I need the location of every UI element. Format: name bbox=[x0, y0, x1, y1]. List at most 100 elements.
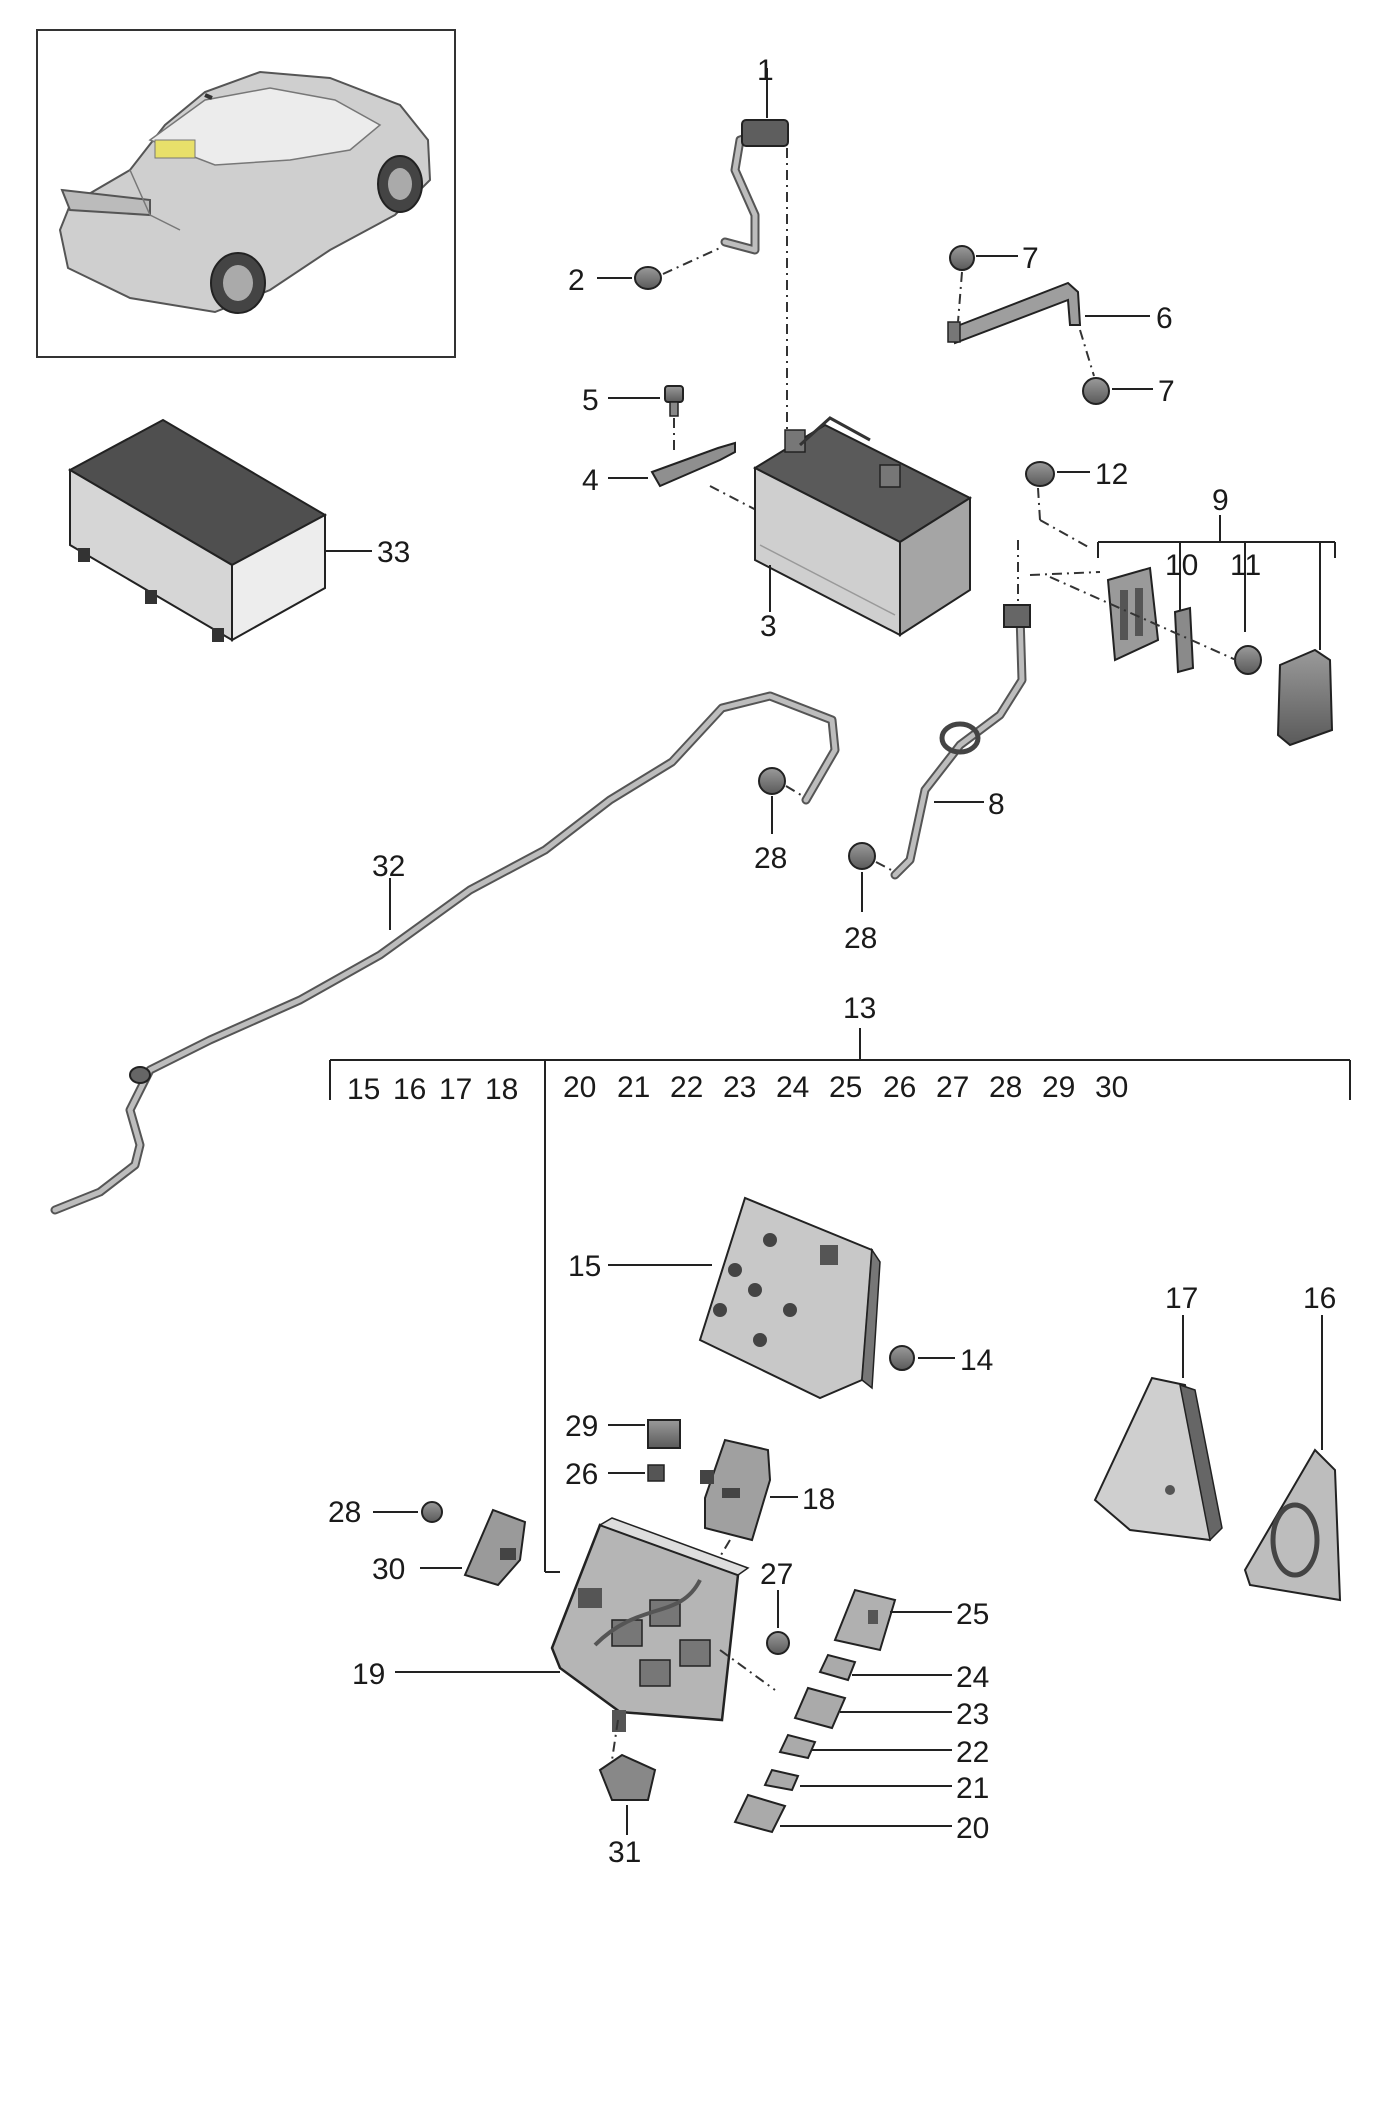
part-7-nut-bottom bbox=[1082, 377, 1110, 405]
part-12-nut bbox=[1025, 461, 1055, 487]
part-29-relay bbox=[647, 1419, 681, 1449]
dash-31 bbox=[611, 1719, 619, 1761]
callout-12: 12 bbox=[1095, 458, 1128, 491]
part-20-fuse bbox=[733, 1793, 787, 1834]
callout-27: 27 bbox=[760, 1558, 793, 1591]
group13-item-28: 28 bbox=[989, 1071, 1022, 1104]
callout-28b: 28 bbox=[844, 922, 877, 955]
group13-item-21: 21 bbox=[617, 1071, 650, 1104]
dash-4 bbox=[709, 485, 761, 513]
dash-7b bbox=[1079, 329, 1095, 377]
callout-6: 6 bbox=[1156, 302, 1173, 335]
part-28-nut-a bbox=[758, 767, 786, 795]
part-2-nut bbox=[634, 266, 662, 290]
group13-item-25: 25 bbox=[829, 1071, 862, 1104]
part-5-bolt bbox=[664, 385, 684, 417]
callout-10: 10 bbox=[1165, 549, 1198, 582]
part-32-long-cable bbox=[50, 691, 840, 1215]
part-25-fuse-strip bbox=[833, 1588, 897, 1652]
callout-32: 32 bbox=[372, 850, 405, 883]
callout-20: 20 bbox=[956, 1812, 989, 1845]
callout-22: 22 bbox=[956, 1736, 989, 1769]
callout-28a: 28 bbox=[754, 842, 787, 875]
callout-13: 13 bbox=[843, 992, 876, 1025]
group13-item-27: 27 bbox=[936, 1071, 969, 1104]
group13-item-23: 23 bbox=[723, 1071, 756, 1104]
vehicle-thumbnail bbox=[36, 29, 456, 358]
group13-item-18: 18 bbox=[485, 1073, 518, 1106]
part-18-module bbox=[700, 1438, 772, 1542]
callout-11: 11 bbox=[1230, 549, 1261, 582]
part-7-nut-top bbox=[949, 245, 975, 271]
part-6-bracket bbox=[947, 281, 1082, 345]
dash-2 bbox=[662, 246, 723, 275]
part-27-nut bbox=[766, 1631, 790, 1655]
callout-5: 5 bbox=[582, 384, 599, 417]
dash-7a bbox=[957, 271, 963, 323]
part-1-cable bbox=[720, 119, 789, 255]
part-30-bracket bbox=[463, 1508, 527, 1587]
part-22-fuse bbox=[778, 1733, 817, 1760]
dash-12 bbox=[1037, 487, 1041, 521]
group13-item-22: 22 bbox=[670, 1071, 703, 1104]
group13-item-29: 29 bbox=[1042, 1071, 1075, 1104]
callout-4: 4 bbox=[582, 464, 599, 497]
part-31-relay bbox=[598, 1753, 657, 1801]
part-15-cover bbox=[698, 1196, 881, 1400]
dash-9 bbox=[1049, 576, 1237, 661]
callout-25: 25 bbox=[956, 1598, 989, 1631]
callout-31: 31 bbox=[608, 1836, 641, 1869]
group13-item-20: 20 bbox=[563, 1071, 596, 1104]
group13-item-15: 15 bbox=[347, 1073, 380, 1106]
callout-19: 19 bbox=[352, 1658, 385, 1691]
group13-item-17: 17 bbox=[439, 1073, 472, 1106]
callout-18: 18 bbox=[802, 1483, 835, 1516]
part-4-clamp bbox=[650, 441, 736, 488]
part-24-fuse bbox=[818, 1653, 857, 1682]
callout-30: 30 bbox=[372, 1553, 405, 1586]
callout-26: 26 bbox=[565, 1458, 598, 1491]
callout-33: 33 bbox=[377, 536, 410, 569]
callout-8: 8 bbox=[988, 788, 1005, 821]
callout-29: 29 bbox=[565, 1410, 598, 1443]
group-13-right-list: 20 21 22 23 24 25 26 27 28 29 30 bbox=[563, 1071, 1128, 1104]
callout-3: 3 bbox=[760, 610, 777, 643]
group-13-left-list: 15 16 17 18 bbox=[347, 1073, 518, 1106]
callout-7b: 7 bbox=[1158, 375, 1175, 408]
group-9-bracket bbox=[1097, 515, 1336, 650]
group13-item-30: 30 bbox=[1095, 1071, 1128, 1104]
dash-8b bbox=[1029, 571, 1101, 576]
part-14-nut bbox=[889, 1345, 915, 1371]
part-17-cover bbox=[1093, 1376, 1223, 1542]
group13-item-26: 26 bbox=[883, 1071, 916, 1104]
callout-15: 15 bbox=[568, 1250, 601, 1283]
part-16-cover bbox=[1243, 1448, 1342, 1602]
car-image bbox=[58, 70, 432, 314]
part-19-fuse-box bbox=[550, 1517, 750, 1732]
dash-12b bbox=[1039, 519, 1091, 549]
part-28-nut-c bbox=[421, 1501, 443, 1523]
part-21-fuse bbox=[763, 1768, 800, 1792]
group13-item-24: 24 bbox=[776, 1071, 809, 1104]
callout-7a: 7 bbox=[1022, 242, 1039, 275]
dash-28b bbox=[875, 861, 896, 873]
callout-1: 1 bbox=[757, 54, 774, 87]
part-10-fuse bbox=[1173, 606, 1195, 674]
callout-21: 21 bbox=[956, 1772, 989, 1805]
part-26-fuse bbox=[647, 1464, 665, 1482]
part-23-fuse bbox=[793, 1686, 847, 1730]
callout-2: 2 bbox=[568, 264, 585, 297]
part-33-box bbox=[67, 418, 328, 642]
callout-17: 17 bbox=[1165, 1282, 1198, 1315]
callout-23: 23 bbox=[956, 1698, 989, 1731]
callout-28c: 28 bbox=[328, 1496, 361, 1529]
callout-24: 24 bbox=[956, 1661, 989, 1694]
part-3-battery bbox=[752, 416, 973, 637]
group-13-bracket bbox=[329, 1028, 1351, 1573]
callout-14: 14 bbox=[960, 1344, 993, 1377]
part-9-cover bbox=[1276, 648, 1334, 747]
dash-28a bbox=[785, 785, 807, 799]
part-8-cable bbox=[890, 604, 1031, 880]
part-11-nut bbox=[1234, 645, 1262, 675]
